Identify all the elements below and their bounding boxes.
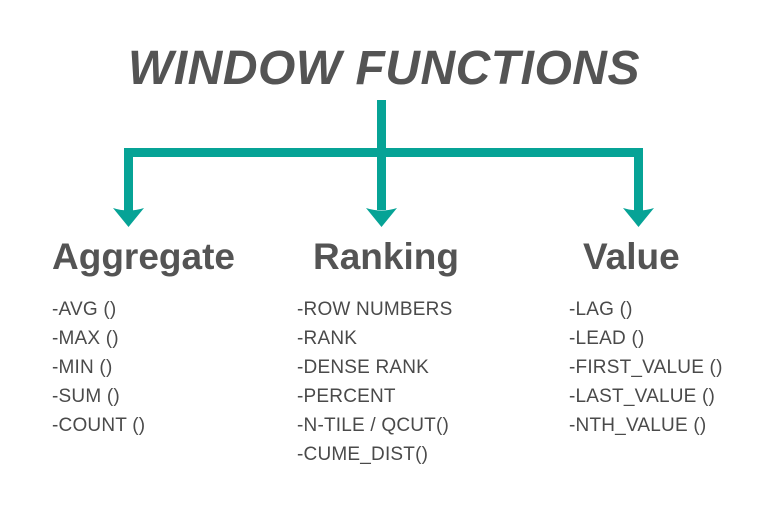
list-item: -N-TILE / QCUT()	[297, 414, 450, 436]
stem-vertical-line	[377, 100, 386, 210]
arrow-head-center	[366, 208, 397, 227]
list-item: -LAST_VALUE ()	[569, 385, 716, 407]
branch-value: Value -LAG () -LEAD () -FIRST_VALUE () -…	[569, 236, 768, 440]
list-item: -CUME_DIST()	[297, 443, 429, 465]
branch-line-left	[124, 148, 133, 212]
list-item: -LEAD ()	[569, 327, 645, 349]
list-item: -PERCENT	[297, 385, 396, 407]
list-item: -COUNT ()	[52, 414, 146, 436]
branch-ranking: Ranking -ROW NUMBERS -RANK -DENSE RANK -…	[297, 236, 547, 469]
branch-heading-value: Value	[583, 236, 680, 277]
list-item: -ROW NUMBERS	[297, 298, 453, 320]
branch-list-aggregate: -AVG () -MAX () -MIN () -SUM () -COUNT (…	[52, 295, 292, 440]
list-item: -MAX ()	[52, 327, 119, 349]
horizontal-bar	[124, 148, 643, 157]
list-item: -NTH_VALUE ()	[569, 414, 707, 436]
arrow-head-right	[623, 208, 654, 227]
branch-line-right	[634, 148, 643, 212]
branch-list-ranking: -ROW NUMBERS -RANK -DENSE RANK -PERCENT …	[297, 295, 547, 469]
page-title: WINDOW FUNCTIONS	[128, 42, 640, 95]
list-item: -RANK	[297, 327, 358, 349]
list-item: -LAG ()	[569, 298, 633, 320]
branch-list-value: -LAG () -LEAD () -FIRST_VALUE () -LAST_V…	[569, 295, 768, 440]
list-item: -SUM ()	[52, 385, 120, 407]
branch-aggregate: Aggregate -AVG () -MAX () -MIN () -SUM (…	[52, 236, 292, 440]
list-item: -DENSE RANK	[297, 356, 430, 378]
list-item: -FIRST_VALUE ()	[569, 356, 723, 378]
arrow-head-left	[113, 208, 144, 227]
branch-heading-ranking: Ranking	[313, 236, 459, 277]
list-item: -AVG ()	[52, 298, 117, 320]
branch-heading-aggregate: Aggregate	[52, 236, 235, 277]
list-item: -MIN ()	[52, 356, 113, 378]
